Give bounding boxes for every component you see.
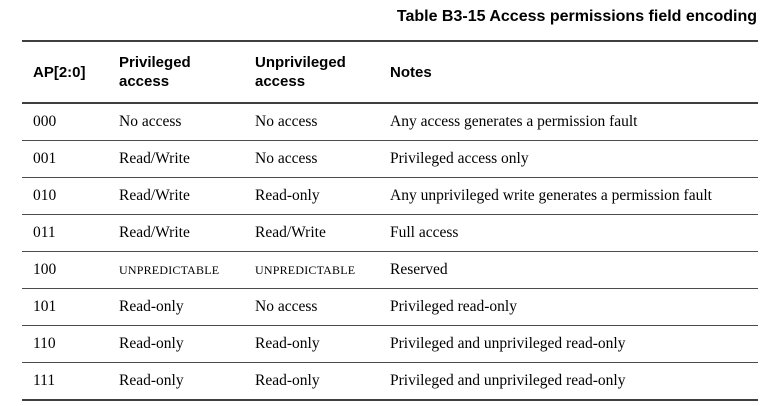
table-caption: Table B3-15 Access permissions field enc… [396, 8, 757, 25]
cell-notes: Privileged access only [390, 150, 529, 167]
cell-privileged: Read/Write [119, 187, 190, 204]
cell-ap: 100 [33, 261, 57, 278]
table-row: 100 UNPREDICTABLE UNPREDICTABLE Reserved [22, 252, 758, 289]
cell-ap: 001 [33, 150, 57, 167]
table-row: 111 Read-only Read-only Privileged and u… [22, 363, 758, 399]
cell-privileged: No access [119, 113, 182, 130]
table-row: 001 Read/Write No access Privileged acce… [22, 141, 758, 178]
column-header-privileged-label: Privileged access [119, 54, 191, 90]
access-permissions-table: AP[2:0] Privileged access Unprivileged a… [22, 40, 758, 401]
cell-notes: Privileged and unprivileged read-only [390, 372, 626, 389]
cell-privileged: Read-only [119, 335, 184, 352]
cell-notes: Reserved [390, 261, 448, 278]
table-row: 110 Read-only Read-only Privileged and u… [22, 326, 758, 363]
cell-unprivileged: Read-only [255, 335, 320, 352]
column-header-unprivileged-label: Unprivileged access [255, 54, 346, 90]
column-header-unprivileged: Unprivileged access [255, 53, 390, 91]
cell-notes: Privileged read-only [390, 298, 517, 315]
cell-notes: Any access generates a permission fault [390, 113, 638, 130]
cell-notes: Any unprivileged write generates a permi… [390, 187, 712, 204]
cell-unprivileged: Read/Write [255, 224, 326, 241]
cell-unprivileged: No access [255, 298, 318, 315]
cell-privileged: UNPREDICTABLE [119, 263, 220, 277]
table-row: 010 Read/Write Read-only Any unprivilege… [22, 178, 758, 215]
cell-privileged: Read-only [119, 372, 184, 389]
cell-privileged: Read/Write [119, 224, 190, 241]
cell-unprivileged: Read-only [255, 372, 320, 389]
column-header-privileged: Privileged access [119, 53, 255, 91]
cell-unprivileged: No access [255, 150, 318, 167]
table-row: 011 Read/Write Read/Write Full access [22, 215, 758, 252]
cell-ap: 000 [33, 113, 57, 130]
table-row: 101 Read-only No access Privileged read-… [22, 289, 758, 326]
cell-ap: 110 [33, 335, 56, 352]
table-row: 000 No access No access Any access gener… [22, 104, 758, 141]
cell-unprivileged: No access [255, 113, 318, 130]
table-header-row: AP[2:0] Privileged access Unprivileged a… [22, 42, 758, 104]
cell-ap: 011 [33, 224, 56, 241]
cell-notes: Full access [390, 224, 459, 241]
cell-privileged: Read-only [119, 298, 184, 315]
cell-ap: 101 [33, 298, 57, 315]
cell-privileged: Read/Write [119, 150, 190, 167]
cell-ap: 111 [33, 372, 56, 389]
cell-notes: Privileged and unprivileged read-only [390, 335, 626, 352]
cell-unprivileged: Read-only [255, 187, 320, 204]
cell-unprivileged: UNPREDICTABLE [255, 263, 356, 277]
cell-ap: 010 [33, 187, 57, 204]
column-header-notes: Notes [390, 63, 432, 81]
column-header-ap: AP[2:0] [33, 63, 86, 81]
